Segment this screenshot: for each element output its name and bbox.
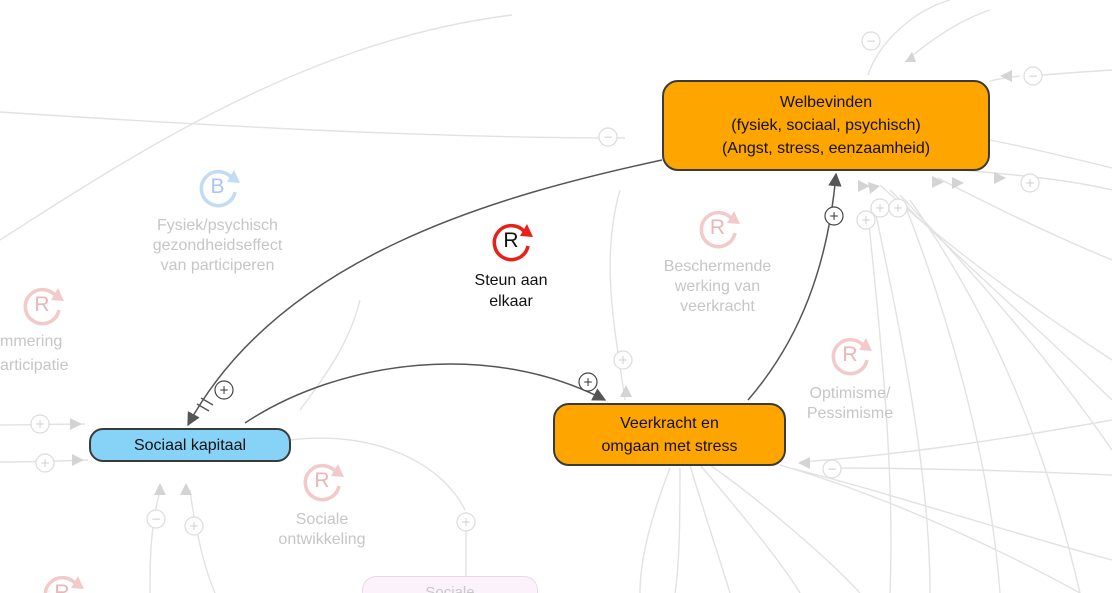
node-label: omgaan met stress <box>601 437 738 455</box>
loop-bottom-left[interactable]: R <box>38 570 86 593</box>
svg-text:+: + <box>829 209 839 223</box>
faded-link <box>959 169 1112 191</box>
loop-sociale-ontwikkeling[interactable]: R Sociale ontwikkeling <box>262 458 382 550</box>
loop-label: Beschermende <box>663 258 772 275</box>
faded-link <box>674 467 681 593</box>
faded-link <box>609 189 626 401</box>
faded-link <box>709 464 861 593</box>
faded-link <box>299 299 361 411</box>
svg-text:+: + <box>461 515 471 529</box>
loop-steun-aan-elkaar[interactable]: R Steun aan elkaar <box>451 218 571 312</box>
loop-belemmering-participatie[interactable]: R mmering articipatie <box>0 282 120 378</box>
loop-label: Sociale <box>295 511 349 528</box>
node-label: Welbevinden <box>779 94 873 111</box>
node-sociale-faded[interactable]: Sociale <box>362 576 538 593</box>
svg-text:+: + <box>861 213 871 227</box>
faded-link <box>904 204 1001 593</box>
faded-link <box>149 489 161 593</box>
reinforcing-loop-icon: R <box>298 458 346 506</box>
loop-label: elkaar <box>489 293 533 310</box>
node-label: Sociaal kapitaal <box>133 436 247 454</box>
loop-label: articipatie <box>0 357 69 374</box>
faded-signs <box>30 31 1043 536</box>
loop-label: Fysiek/psychisch <box>157 217 278 234</box>
faded-link <box>689 464 731 593</box>
faded-link <box>289 437 466 511</box>
reinforcing-loop-icon: R <box>18 282 66 330</box>
svg-text:−: − <box>866 34 876 48</box>
svg-text:+: + <box>893 201 903 215</box>
reinforcing-loop-icon: R <box>694 205 742 253</box>
loop-label: Optimisme/ <box>809 385 891 402</box>
svg-text:+: + <box>40 456 50 470</box>
node-label: Veerkracht en <box>620 414 719 432</box>
main-signs <box>214 206 844 400</box>
svg-text:−: − <box>827 462 837 476</box>
faded-link <box>829 467 1112 476</box>
faded-link <box>779 464 1081 593</box>
node-veerkracht[interactable]: Veerkracht en omgaan met stress <box>553 403 786 466</box>
faded-link <box>699 464 801 593</box>
delay-mark <box>196 397 214 412</box>
reinforcing-loop-icon: R <box>487 218 535 266</box>
node-welbevinden[interactable]: Welbevinden (fysiek, sociaal, psychisch)… <box>662 80 990 171</box>
faded-link <box>874 209 931 593</box>
loop-label: van participeren <box>160 257 275 274</box>
faded-link <box>799 419 1112 463</box>
svg-text:+: + <box>583 375 593 389</box>
svg-text:−: − <box>603 130 613 144</box>
link-welbevinden-to-sociaal-kapitaal[interactable] <box>187 159 663 427</box>
faded-link <box>989 139 1112 169</box>
svg-text:+: + <box>189 519 199 533</box>
loop-label: Steun aan <box>474 272 548 289</box>
faded-arrowheads <box>70 52 1012 495</box>
main-sign-labels: + + + <box>219 209 839 397</box>
reinforcing-loop-icon <box>43 575 84 593</box>
svg-text:+: + <box>618 353 628 367</box>
faded-link <box>867 0 951 76</box>
node-label: (Angst, stress, eenzaamheid) <box>721 140 931 157</box>
svg-text:+: + <box>1025 176 1035 190</box>
faded-link <box>909 199 1081 593</box>
reinforcing-loop-icon: R <box>826 332 874 380</box>
loop-beschermende-werking[interactable]: R Beschermende werking van veerkracht <box>640 205 795 317</box>
faded-link <box>639 467 671 593</box>
node-label: (fysiek, sociaal, psychisch) <box>731 117 921 134</box>
loop-label: ontwikkeling <box>278 531 366 548</box>
faded-link <box>989 75 1021 83</box>
loop-fysiek-psychisch[interactable]: B Fysiek/psychisch gezondheidseffect van… <box>130 164 305 276</box>
loop-optimisme-pessimisme[interactable]: R Optimisme/ Pessimisme <box>790 332 910 424</box>
faded-link <box>189 489 216 593</box>
loop-label: Pessimisme <box>806 405 894 422</box>
faded-link <box>867 214 892 593</box>
loop-label: mmering <box>0 333 63 350</box>
loop-label: werking van <box>674 278 761 295</box>
svg-text:+: + <box>35 417 45 431</box>
faded-link <box>0 14 513 241</box>
faded-link <box>904 9 991 63</box>
svg-text:+: + <box>875 201 885 215</box>
svg-text:−: − <box>151 512 161 526</box>
node-sociaal-kapitaal[interactable]: Sociaal kapitaal <box>89 428 291 462</box>
svg-text:−: − <box>1028 69 1038 83</box>
faded-link <box>889 189 1112 401</box>
faded-sign-labels: − − − + + + + + + + − + + − <box>35 34 1038 533</box>
loop-label: gezondheidseffect <box>152 237 283 254</box>
faded-link <box>899 194 1112 451</box>
loop-label: veerkracht <box>680 298 755 315</box>
faded-link <box>789 467 1112 561</box>
node-label: Sociale <box>425 584 475 593</box>
svg-text:+: + <box>219 383 229 397</box>
faded-link <box>0 111 626 139</box>
link-sociaal-kapitaal-to-veerkracht[interactable] <box>244 363 607 424</box>
balancing-loop-icon: B <box>194 164 242 212</box>
